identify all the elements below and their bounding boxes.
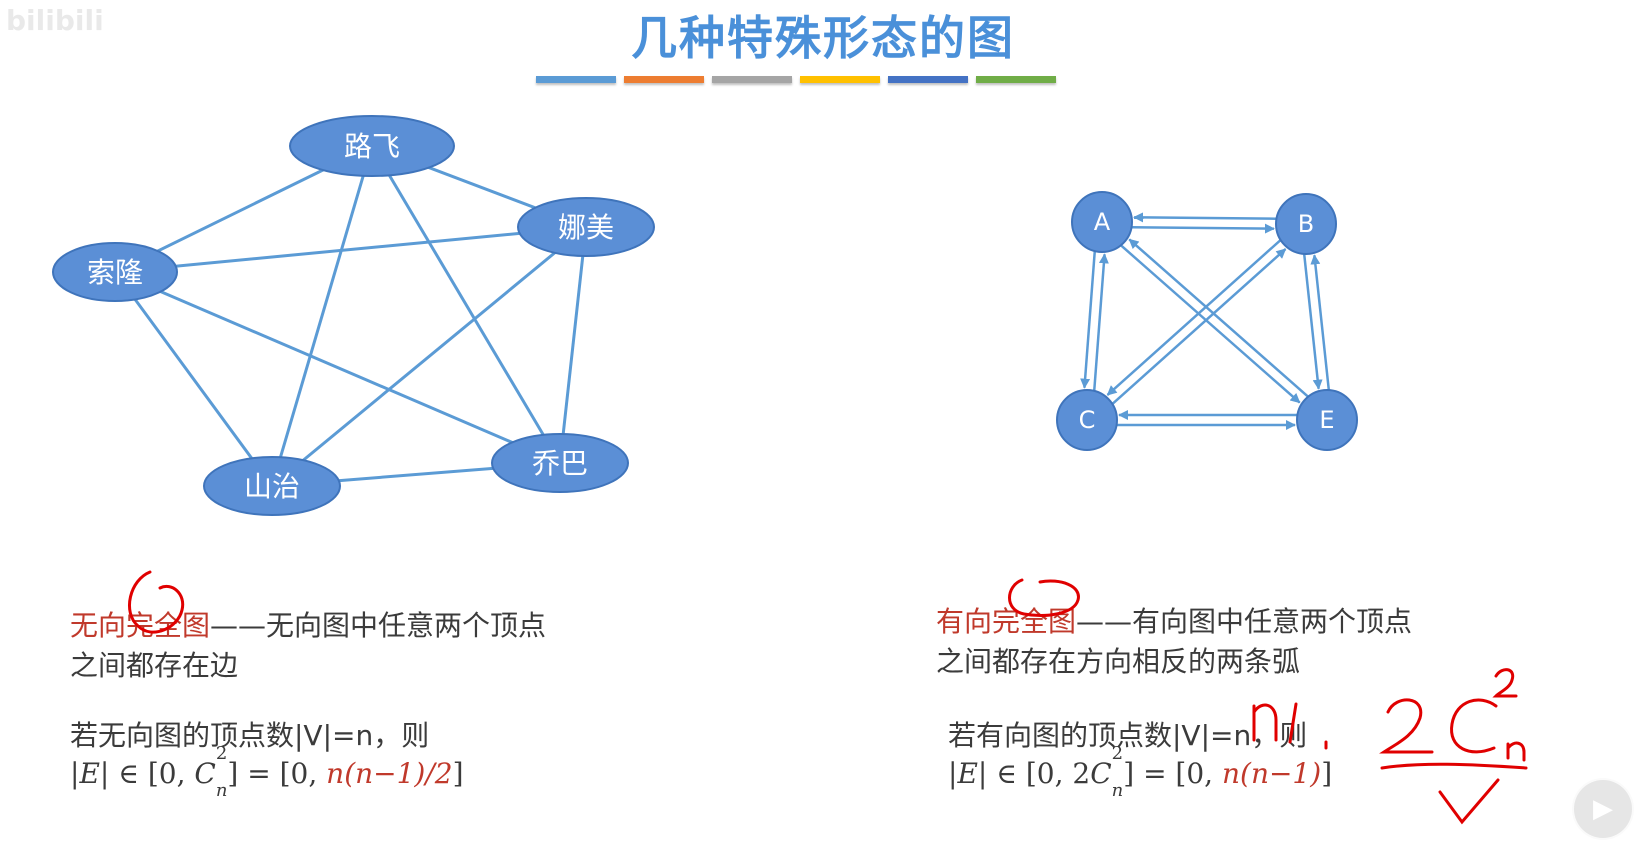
directed-def-line2: 之间都存在方向相反的两条弧: [936, 645, 1301, 678]
watermark-logo: bilibili: [6, 4, 104, 37]
edge-nami-zoro: [114, 225, 587, 274]
f-right-sup: 2: [1111, 742, 1124, 764]
edge-luffy-sanji: [270, 145, 374, 487]
edge-zoro-sanji: [113, 271, 274, 487]
node-label-luffy: 路飞: [344, 130, 400, 163]
node-chopper: [491, 433, 629, 493]
undirected-term: 无向完全图: [70, 609, 211, 642]
arc-C-A: [1093, 253, 1109, 391]
edge-zoro-chopper: [114, 270, 561, 465]
directed-vertex-count: 若有向图的顶点数|V|=n，则: [948, 719, 1308, 752]
vertex-label-A: A: [1094, 208, 1111, 236]
play-icon: ▶: [1593, 794, 1613, 824]
vertex-label-E: E: [1319, 406, 1334, 434]
undirected-def-line2: 之间都存在边: [70, 649, 239, 682]
f-right-mid2: ] = [0,: [1123, 757, 1222, 790]
vertex-E: [1296, 389, 1358, 451]
arc-A-B: [1131, 223, 1275, 234]
f-right-mid1: | ∈ [0, 2: [977, 757, 1091, 790]
arc-C-B: [1111, 248, 1287, 405]
f-left-E: E: [79, 757, 100, 790]
directed-term: 有向完全图: [936, 605, 1077, 638]
color-bar-0: [536, 76, 616, 83]
edge-nami-chopper: [558, 226, 588, 464]
arc-E-B: [1310, 254, 1331, 390]
undirected-def-rest: ——无向图中任意两个顶点: [210, 609, 547, 642]
f-left-result: n(n−1)/2: [326, 757, 453, 790]
play-button[interactable]: ▶: [1572, 778, 1634, 840]
color-bar-5: [976, 76, 1056, 83]
node-zoro: [52, 242, 178, 302]
page-title: 几种特殊形态的图: [631, 11, 1015, 65]
vertex-A: [1071, 191, 1133, 253]
arc-A-C: [1080, 251, 1096, 389]
color-bar-3: [800, 76, 880, 83]
f-right-C: C: [1090, 757, 1112, 790]
arc-B-C: [1106, 239, 1282, 396]
arc-B-A: [1133, 212, 1277, 223]
f-left-C: C: [194, 757, 216, 790]
node-label-chopper: 乔巴: [532, 447, 588, 480]
vertex-C: [1056, 389, 1118, 451]
f-right-prefix: |: [948, 757, 958, 790]
f-left-mid2: ] = [0,: [227, 757, 327, 790]
node-luffy: [289, 115, 455, 177]
node-label-zoro: 索隆: [87, 256, 143, 289]
color-bar-4: [888, 76, 968, 83]
vertex-B: [1275, 193, 1337, 255]
color-bar-2: [712, 76, 792, 83]
directed-definition: 有向完全图——有向图中任意两个顶点: [936, 602, 1412, 642]
vertex-label-B: B: [1298, 210, 1314, 238]
f-right-E: E: [957, 757, 978, 790]
undirected-definition: 无向完全图——无向图中任意两个顶点: [70, 606, 546, 646]
arc-B-E: [1302, 254, 1323, 390]
node-nami: [517, 197, 655, 257]
node-label-nami: 娜美: [558, 211, 614, 244]
title-color-bars: [536, 76, 1056, 83]
f-left-prefix: |: [70, 757, 80, 790]
f-right-sub: n: [1111, 780, 1124, 802]
node-label-sanji: 山治: [244, 470, 300, 503]
directed-def-rest: ——有向图中任意两个顶点: [1076, 605, 1413, 638]
undirected-vertex-count: 若无向图的顶点数|V|=n，则: [70, 719, 430, 752]
f-right-result: n(n−1): [1221, 757, 1322, 790]
edge-luffy-chopper: [370, 145, 562, 464]
vertex-label-C: C: [1079, 406, 1096, 434]
f-left-sup: 2: [215, 742, 228, 764]
f-left-mid1: | ∈ [0,: [99, 757, 195, 790]
f-left-end: ]: [452, 757, 464, 790]
f-right-end: ]: [1321, 757, 1333, 790]
edge-nami-sanji: [271, 225, 587, 488]
node-sanji: [203, 456, 341, 516]
color-bar-1: [624, 76, 704, 83]
arc-E-A: [1128, 238, 1309, 398]
arc-A-E: [1120, 244, 1301, 404]
f-left-sub: n: [215, 780, 228, 802]
